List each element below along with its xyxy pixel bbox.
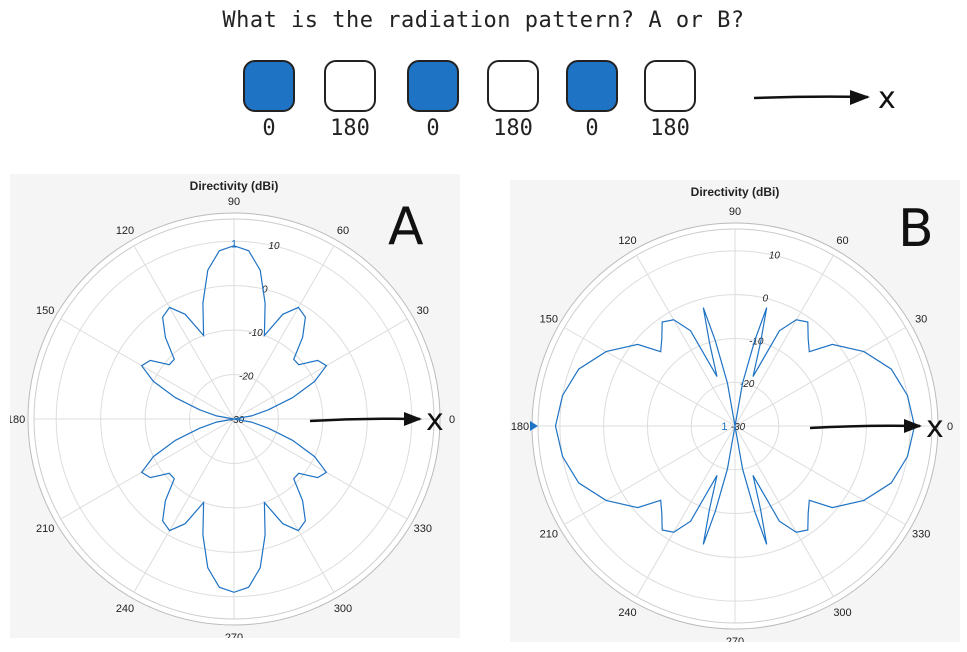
angle-tick-240: 240 — [618, 607, 636, 619]
angle-tick-120: 120 — [116, 225, 134, 237]
radial-tick-4: 10 — [769, 251, 781, 262]
angle-tick-120: 120 — [618, 235, 636, 247]
angle-tick-0: 0 — [449, 414, 455, 426]
angle-tick-60: 60 — [337, 225, 349, 237]
x-direction-arrowhead — [404, 412, 422, 426]
phase-label-2: 180 — [330, 116, 370, 141]
angle-spoke-330 — [233, 418, 408, 520]
x-direction-arrowhead — [904, 419, 922, 433]
array-element-6 — [644, 60, 696, 112]
array-element-3 — [407, 60, 459, 112]
angle-tick-300: 300 — [833, 607, 851, 619]
phase-label-3: 0 — [426, 116, 440, 141]
max-marker-label: 1 — [231, 239, 237, 251]
radial-tick-0: -30 — [230, 415, 245, 426]
angle-tick-240: 240 — [116, 603, 134, 615]
angle-spoke-150 — [564, 327, 736, 427]
angle-spoke-240 — [636, 425, 736, 597]
radial-tick-3: 0 — [262, 285, 268, 296]
polar-chart-b: Directivity (dBi) 0 30 60 90 120 150 180 210 240 2… — [510, 180, 960, 642]
angle-spoke-150 — [60, 318, 235, 420]
angle-spoke-60 — [734, 255, 834, 427]
angle-tick-30: 30 — [417, 305, 429, 317]
max-marker-label: 1 — [721, 421, 727, 433]
angle-spoke-30 — [233, 318, 408, 420]
angle-spoke-30 — [734, 327, 906, 427]
radial-tick-3: 0 — [763, 294, 769, 305]
angle-spoke-210 — [564, 425, 736, 525]
radial-tick-2: -10 — [248, 328, 263, 339]
phase-label-1: 0 — [262, 116, 276, 141]
phase-label-6: 180 — [650, 116, 690, 141]
question-title: What is the radiation pattern? A or B? — [222, 8, 745, 33]
angle-spoke-330 — [734, 425, 906, 525]
array-elements: 0 180 0 180 0 180 — [0, 0, 967, 160]
chart-title: Directivity (dBi) — [691, 185, 780, 199]
phase-label-5: 0 — [585, 116, 599, 141]
x-direction-label: x — [926, 410, 944, 445]
x-direction-label: x — [426, 403, 444, 438]
angle-tick-270: 270 — [225, 632, 243, 638]
angle-spoke-300 — [233, 418, 335, 593]
angle-spoke-300 — [734, 425, 834, 597]
directivity-curve — [554, 307, 916, 545]
directivity-curve — [140, 245, 328, 593]
angle-tick-270: 270 — [726, 636, 744, 642]
polar-chart-a: Directivity (dBi) 0 30 60 90 120 150 180 210 240 2… — [10, 174, 460, 638]
angle-tick-210: 210 — [540, 529, 558, 541]
x-axis-arrow: x — [753, 82, 896, 116]
angle-tick-150: 150 — [36, 305, 54, 317]
angle-tick-60: 60 — [836, 235, 848, 247]
panel-label-a: A — [388, 197, 424, 257]
max-marker-triangle — [530, 421, 538, 431]
radial-tick-1: -20 — [740, 379, 755, 390]
angle-tick-300: 300 — [334, 603, 352, 615]
array-element-5 — [566, 60, 618, 112]
angle-tick-0: 0 — [947, 421, 953, 433]
x-axis-label: x — [878, 82, 896, 116]
angle-tick-90: 90 — [729, 206, 741, 218]
angle-tick-330: 330 — [912, 529, 930, 541]
angle-tick-210: 210 — [36, 523, 54, 535]
array-element-2 — [324, 60, 376, 112]
angle-spoke-60 — [233, 245, 335, 420]
array-element-1 — [243, 60, 295, 112]
chart-title: Directivity (dBi) — [190, 179, 279, 193]
angle-spoke-240 — [133, 418, 235, 593]
angle-tick-90: 90 — [228, 196, 240, 208]
angle-tick-180: 180 — [511, 421, 529, 433]
angle-spoke-120 — [133, 245, 235, 420]
angle-spoke-120 — [636, 255, 736, 427]
angle-tick-330: 330 — [414, 523, 432, 535]
angle-spoke-210 — [60, 418, 235, 520]
radial-tick-1: -20 — [239, 372, 254, 383]
angle-tick-180: 180 — [10, 414, 25, 426]
panel-label-b: B — [898, 199, 934, 259]
angle-tick-30: 30 — [915, 314, 927, 326]
radial-tick-0: -30 — [731, 422, 746, 433]
phase-label-4: 180 — [493, 116, 533, 141]
radial-tick-2: -10 — [749, 336, 764, 347]
angle-tick-150: 150 — [540, 314, 558, 326]
radial-tick-4: 10 — [268, 241, 280, 252]
array-element-4 — [487, 60, 539, 112]
